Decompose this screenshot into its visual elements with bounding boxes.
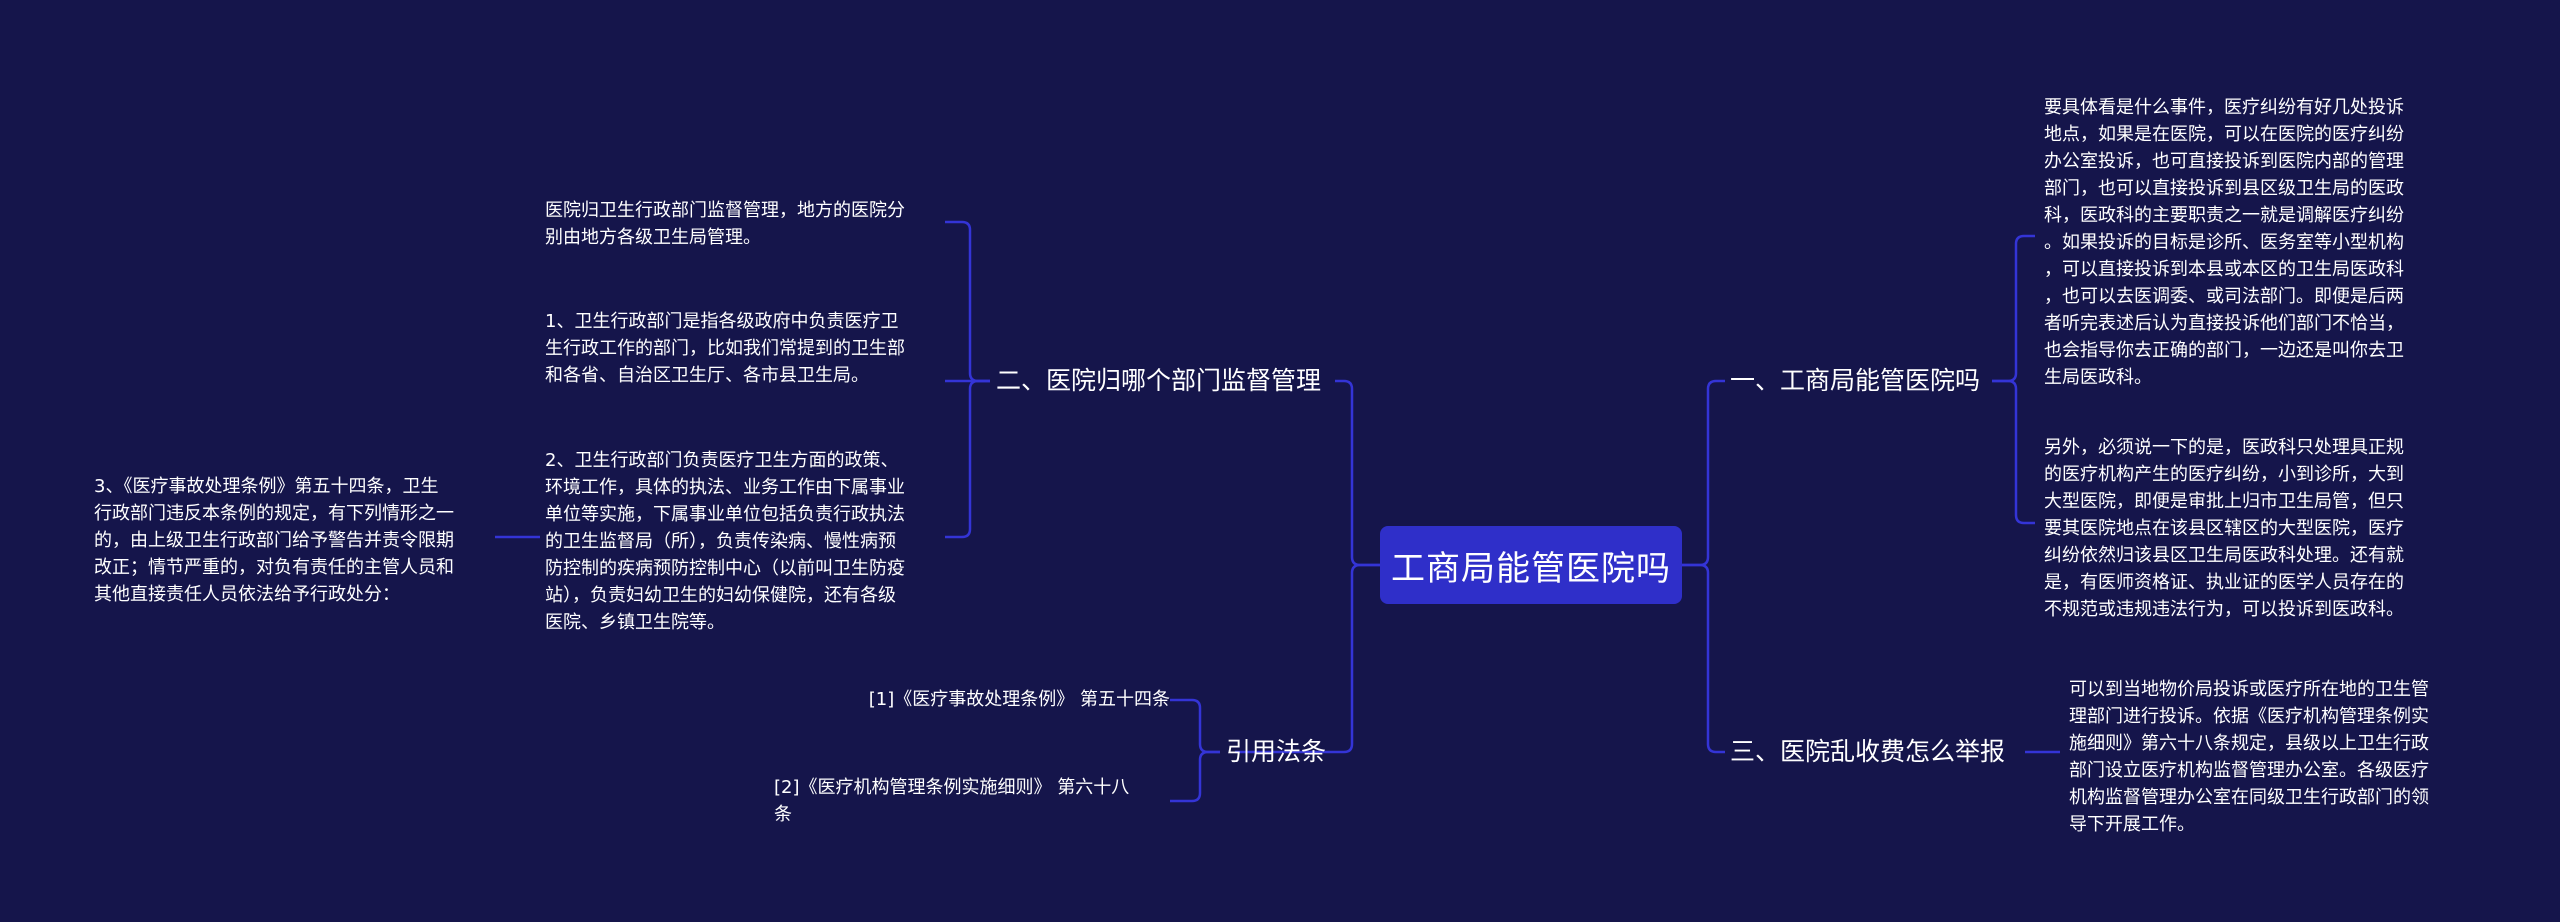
- leaf-line: 导下开展工作。: [2069, 814, 2195, 835]
- leaf-line: 3、《医疗事故处理条例》第五十四条，卫生: [94, 476, 439, 497]
- link-b4-leaf2: [1170, 750, 1220, 803]
- link-b2-leaf1: [945, 220, 990, 383]
- root-topic[interactable]: 工商局能管医院吗: [1380, 526, 1682, 604]
- leaf-line: ，也可以去医调委、或司法部门。即便是后两: [2044, 286, 2404, 307]
- leaf-line: 部门设立医疗机构监督管理办公室。各级医疗: [2069, 760, 2429, 781]
- branch-b2-label: 二、医院归哪个部门监督管理: [996, 366, 1322, 395]
- leaf-line: 和各省、自治区卫生厅、各市县卫生局。: [545, 365, 869, 386]
- leaf-line: 机构监督管理办公室在同级卫生行政部门的领: [2069, 787, 2429, 808]
- leaf-line: 条: [774, 804, 792, 825]
- branch-b2[interactable]: 二、医院归哪个部门监督管理: [996, 364, 1321, 398]
- leaf-line: 的卫生监督局（所），负责传染病、慢性病预: [545, 531, 896, 552]
- leaf-b2-2[interactable]: 1、卫生行政部门是指各级政府中负责医疗卫 生行政工作的部门，比如我们常提到的卫生…: [545, 308, 945, 389]
- link-b4-leaf1: [1170, 698, 1220, 754]
- link-b1-leaf2: [1992, 379, 2035, 525]
- link-root-b3: [1682, 563, 1725, 754]
- leaf-b3-1[interactable]: 可以到当地物价局投诉或医疗所在地的卫生管 理部门进行投诉。依据《医疗机构管理条例…: [2069, 676, 2489, 838]
- root-topic-label: 工商局能管医院吗: [1391, 548, 1671, 589]
- leaf-line: [2]《医疗机构管理条例实施细则》 第六十八: [774, 777, 1130, 798]
- leaf-line: 者听完表述后认为直接投诉他们部门不恰当，: [2044, 313, 2404, 334]
- leaf-line: 纠纷依然归该县区卫生局医政科处理。还有就: [2044, 545, 2404, 566]
- link-root-b2: [1335, 379, 1380, 567]
- leaf-b2-3[interactable]: 2、卫生行政部门负责医疗卫生方面的政策、 环境工作，具体的执法、业务工作由下属事…: [545, 447, 945, 636]
- leaf-line: 站），负责妇幼卫生的妇幼保健院，还有各级: [545, 585, 896, 606]
- branch-b3-label: 三、医院乱收费怎么举报: [1730, 737, 2006, 766]
- leaf-b1-1[interactable]: 要具体看是什么事件，医疗纠纷有好几处投诉 地点，如果是在医院，可以在医院的医疗纠…: [2044, 94, 2474, 391]
- leaf-line: 2、卫生行政部门负责医疗卫生方面的政策、: [545, 450, 899, 471]
- leaf-line: 医院、乡镇卫生院等。: [545, 612, 725, 633]
- link-root-b1: [1682, 379, 1725, 567]
- leaf-line: 也会指导你去正确的部门，一边还是叫你去卫: [2044, 340, 2404, 361]
- leaf-b4-1[interactable]: [1]《医疗事故处理条例》 第五十四条: [780, 686, 1170, 713]
- leaf-line: 不规范或违规违法行为，可以投诉到医政科。: [2044, 599, 2404, 620]
- link-b2-leaf3: [945, 379, 990, 539]
- branch-b1[interactable]: 一、工商局能管医院吗: [1730, 364, 1980, 398]
- leaf-line: 行政部门违反本条例的规定，有下列情形之一: [94, 503, 454, 524]
- leaf-line: 可以到当地物价局投诉或医疗所在地的卫生管: [2069, 679, 2429, 700]
- leaf-line: 科，医政科的主要职责之一就是调解医疗纠纷: [2044, 205, 2404, 226]
- leaf-line: 地点，如果是在医院，可以在医院的医疗纠纷: [2044, 124, 2404, 145]
- leaf-line: [1]《医疗事故处理条例》 第五十四条: [868, 689, 1170, 710]
- leaf-line: 别由地方各级卫生局管理。: [545, 227, 761, 248]
- leaf-line: 是，有医师资格证、执业证的医学人员存在的: [2044, 572, 2404, 593]
- leaf-line: 另外，必须说一下的是，医政科只处理具正规: [2044, 437, 2404, 458]
- leaf-b2-3-1[interactable]: 3、《医疗事故处理条例》第五十四条，卫生 行政部门违反本条例的规定，有下列情形之…: [94, 473, 494, 608]
- branch-b3[interactable]: 三、医院乱收费怎么举报: [1730, 735, 2005, 769]
- leaf-line: 理部门进行投诉。依据《医疗机构管理条例实: [2069, 706, 2429, 727]
- leaf-line: 防控制的疾病预防控制中心（以前叫卫生防疫: [545, 558, 905, 579]
- link-root-b4: [1235, 563, 1380, 754]
- leaf-line: 的医疗机构产生的医疗纠纷，小到诊所，大到: [2044, 464, 2404, 485]
- leaf-line: 医院归卫生行政部门监督管理，地方的医院分: [545, 200, 905, 221]
- leaf-line: 单位等实施，下属事业单位包括负责行政执法: [545, 504, 905, 525]
- leaf-line: 生局医政科。: [2044, 367, 2152, 388]
- leaf-line: 其他直接责任人员依法给予行政处分：: [94, 584, 400, 605]
- branch-b4-label: 引用法条: [1226, 737, 1327, 766]
- leaf-line: 要具体看是什么事件，医疗纠纷有好几处投诉: [2044, 97, 2404, 118]
- leaf-line: 施细则》第六十八条规定，县级以上卫生行政: [2069, 733, 2429, 754]
- leaf-line: 大型医院，即便是审批上归市卫生局管，但只: [2044, 491, 2404, 512]
- leaf-line: 办公室投诉，也可直接投诉到医院内部的管理: [2044, 151, 2404, 172]
- branch-b1-label: 一、工商局能管医院吗: [1730, 366, 1981, 395]
- leaf-line: 1、卫生行政部门是指各级政府中负责医疗卫: [545, 311, 899, 332]
- leaf-line: ，可以直接投诉到本县或本区的卫生局医政科: [2044, 259, 2404, 280]
- leaf-line: 部门，也可以直接投诉到县区级卫生局的医政: [2044, 178, 2404, 199]
- leaf-line: 环境工作，具体的执法、业务工作由下属事业: [545, 477, 905, 498]
- leaf-line: 。如果投诉的目标是诊所、医务室等小型机构: [2044, 232, 2404, 253]
- leaf-b4-2[interactable]: [2]《医疗机构管理条例实施细则》 第六十八 条: [774, 774, 1170, 828]
- leaf-line: 的，由上级卫生行政部门给予警告并责令限期: [94, 530, 454, 551]
- leaf-b1-2[interactable]: 另外，必须说一下的是，医政科只处理具正规 的医疗机构产生的医疗纠纷，小到诊所，大…: [2044, 434, 2474, 623]
- leaf-b2-1[interactable]: 医院归卫生行政部门监督管理，地方的医院分 别由地方各级卫生局管理。: [545, 197, 945, 251]
- branch-b4[interactable]: 引用法条: [1226, 735, 1326, 769]
- leaf-line: 生行政工作的部门，比如我们常提到的卫生部: [545, 338, 905, 359]
- leaf-line: 要其医院地点在该县区辖区的大型医院，医疗: [2044, 518, 2404, 539]
- leaf-line: 改正；情节严重的，对负有责任的主管人员和: [94, 557, 454, 578]
- link-b1-leaf1: [1992, 234, 2035, 383]
